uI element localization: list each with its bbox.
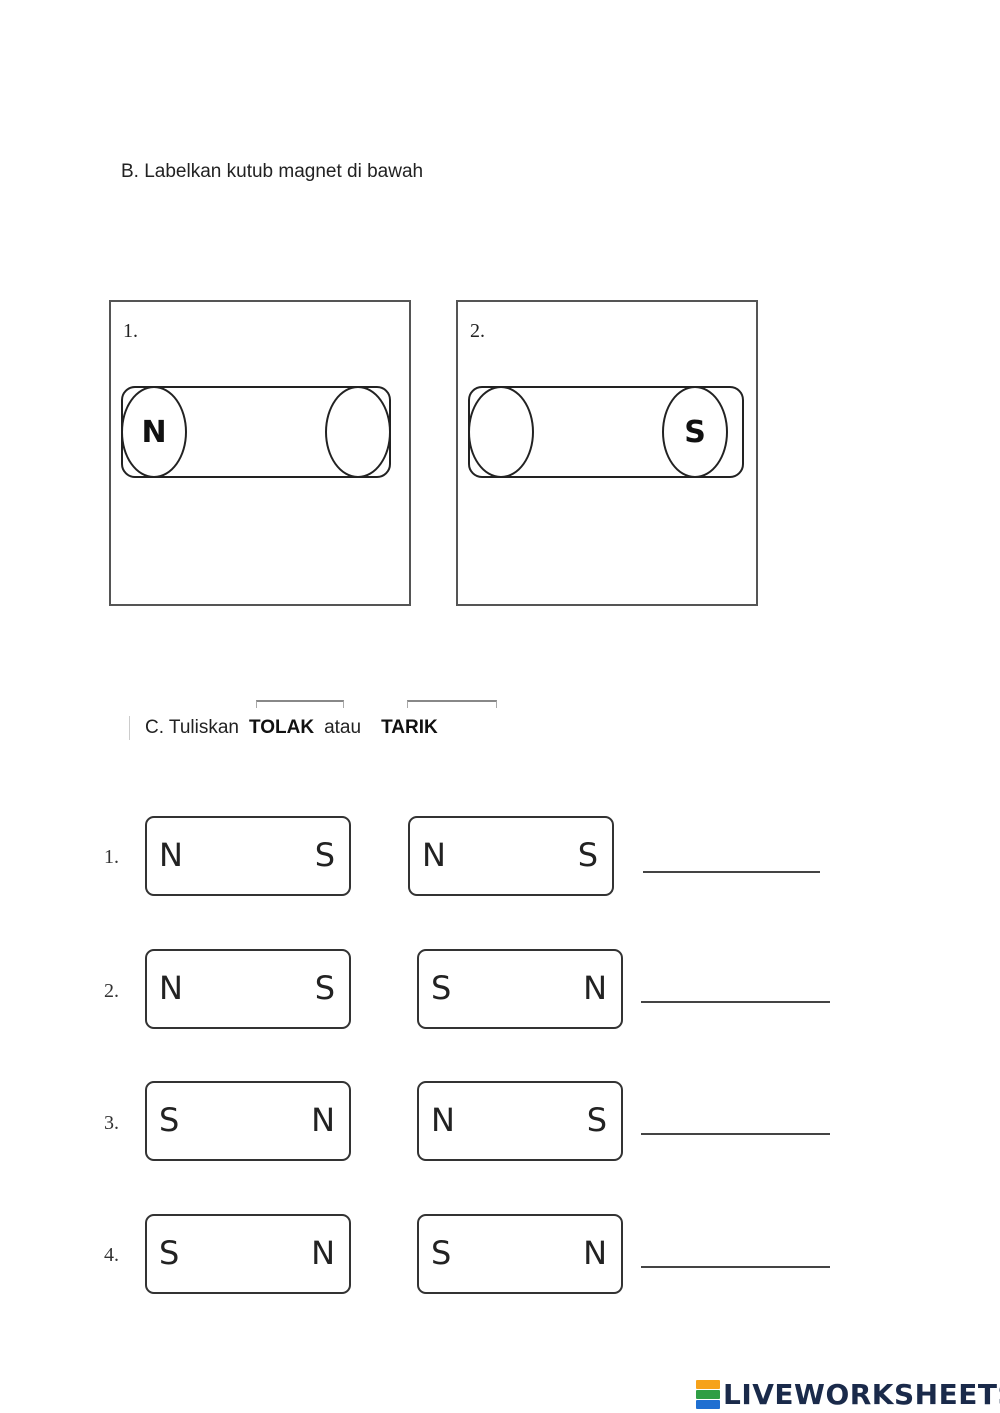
magnet-box-2: 2. S: [456, 300, 758, 606]
liveworksheets-logo-icon: [696, 1379, 720, 1410]
divider: [129, 716, 130, 740]
magnet-b: S N: [417, 1214, 623, 1294]
bar-magnet: S: [468, 386, 744, 478]
pole-input-right[interactable]: [325, 386, 391, 478]
pole-label-left: N: [121, 386, 187, 478]
pole-right: N: [583, 969, 607, 1007]
magnet-a: N S: [145, 816, 351, 896]
magnet-b: N S: [408, 816, 614, 896]
pole-input-left[interactable]: [468, 386, 534, 478]
answer-line[interactable]: [643, 871, 820, 873]
answer-line[interactable]: [641, 1133, 830, 1135]
answer-mark: [407, 700, 497, 708]
word-tarik: TARIK: [381, 717, 438, 738]
pole-left: N: [159, 969, 183, 1007]
word-tolak: TOLAK: [248, 717, 315, 738]
pole-right: S: [577, 836, 598, 874]
pole-right: S: [586, 1101, 607, 1139]
magnet-a: N S: [145, 949, 351, 1029]
magnet-b: S N: [417, 949, 623, 1029]
row-number: 3.: [104, 1112, 119, 1134]
logo-stripe: [696, 1389, 720, 1399]
answer-mark: [256, 700, 344, 708]
bar-magnet: N: [121, 386, 391, 478]
answer-line[interactable]: [641, 1001, 830, 1003]
section-b-title: B. Labelkan kutub magnet di bawah: [121, 161, 424, 182]
pole-right: S: [314, 969, 335, 1007]
magnet-a: S N: [145, 1081, 351, 1161]
magnet-a: S N: [145, 1214, 351, 1294]
pole-left: S: [159, 1101, 180, 1139]
box-number: 2.: [470, 320, 485, 342]
pole-right: N: [311, 1234, 335, 1272]
logo-stripe: [696, 1379, 720, 1389]
pole-label-right: S: [662, 386, 728, 478]
box-number: 1.: [123, 320, 138, 342]
pole-left: N: [431, 1101, 455, 1139]
word-atau: atau: [324, 717, 362, 738]
row-number: 4.: [104, 1244, 119, 1266]
row-number: 1.: [104, 846, 119, 868]
pole-left: N: [422, 836, 446, 874]
magnet-b: N S: [417, 1081, 623, 1161]
pole-left: S: [431, 1234, 452, 1272]
row-number: 2.: [104, 980, 119, 1002]
answer-line[interactable]: [641, 1266, 830, 1268]
pole-left: N: [159, 836, 183, 874]
pole-right: N: [583, 1234, 607, 1272]
logo-stripe: [696, 1399, 720, 1409]
pole-right: N: [311, 1101, 335, 1139]
magnet-box-1: 1. N: [109, 300, 411, 606]
instruction-prefix: C. Tuliskan: [145, 717, 239, 738]
pole-left: S: [159, 1234, 180, 1272]
pole-right: S: [314, 836, 335, 874]
brand-text: LIVEWORKSHEETS: [723, 1378, 1000, 1411]
pole-left: S: [431, 969, 452, 1007]
liveworksheets-brand: LIVEWORKSHEETS: [696, 1378, 1000, 1411]
section-c-title: C. Tuliskan TOLAK atau TARIK: [145, 717, 438, 739]
